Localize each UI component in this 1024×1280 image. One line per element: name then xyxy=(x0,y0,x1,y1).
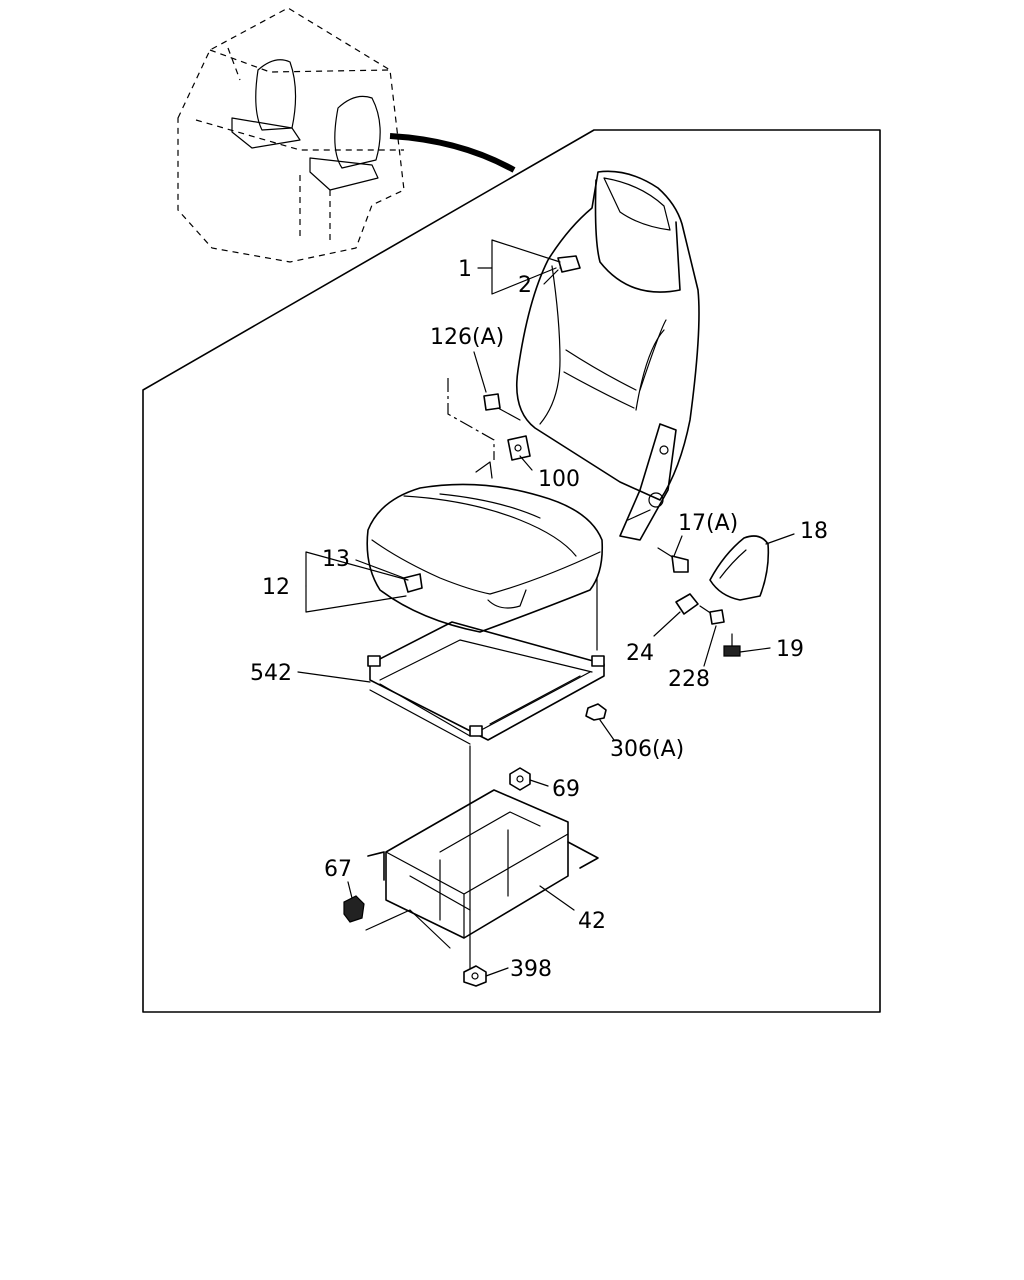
nut-69 xyxy=(509,767,531,791)
guide-line-126 xyxy=(447,378,495,460)
leader-lines xyxy=(297,239,795,977)
slide-rail-assembly xyxy=(367,621,605,745)
screw-228 xyxy=(699,605,725,625)
callout-2: 2 xyxy=(518,273,532,298)
callout-42: 42 xyxy=(578,909,606,934)
callout-labels: 1 2 126(A) 100 13 12 17(A) 18 24 228 19 … xyxy=(250,257,828,982)
bolt-17a xyxy=(657,547,689,573)
cab-overview-illustration xyxy=(177,7,405,263)
callout-69: 69 xyxy=(552,777,580,802)
callout-100: 100 xyxy=(538,467,580,492)
part-126a-cap xyxy=(483,393,501,411)
callout-306a: 306(A) xyxy=(610,737,684,762)
detail-frame xyxy=(142,129,881,1013)
callout-12: 12 xyxy=(262,575,290,600)
callout-542: 542 xyxy=(250,661,292,686)
nut-398 xyxy=(463,965,487,987)
callout-24: 24 xyxy=(626,641,654,666)
callout-1: 1 xyxy=(458,257,472,282)
callout-126a: 126(A) xyxy=(430,325,504,350)
callout-67: 67 xyxy=(324,857,352,882)
bolt-67 xyxy=(343,895,365,923)
callout-13: 13 xyxy=(322,547,350,572)
seat-cushion xyxy=(366,461,604,633)
callout-17a: 17(A) xyxy=(678,511,738,536)
nut-306a xyxy=(585,703,607,721)
recliner-bracket xyxy=(619,423,677,541)
screw-19 xyxy=(723,633,741,657)
callout-398: 398 xyxy=(510,957,552,982)
callout-19: 19 xyxy=(776,637,804,662)
seat-back xyxy=(515,170,700,501)
callout-18: 18 xyxy=(800,519,828,544)
part-24 xyxy=(675,593,699,615)
part-100-clip xyxy=(507,435,531,461)
callout-228: 228 xyxy=(668,667,710,692)
pointer-curve xyxy=(389,133,516,173)
lever-cover-18 xyxy=(709,535,770,601)
seat-base-frame xyxy=(365,789,599,949)
